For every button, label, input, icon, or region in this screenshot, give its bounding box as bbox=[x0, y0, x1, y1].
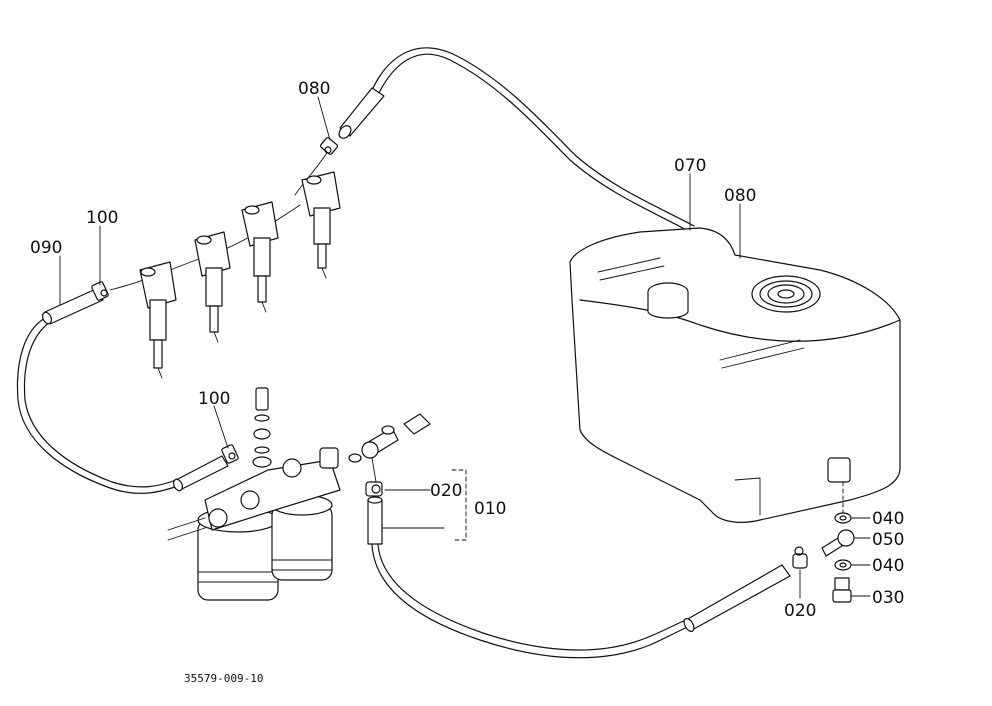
hose-clamp-020-mid bbox=[365, 481, 383, 497]
callout-040-top: 040 bbox=[872, 509, 904, 529]
injector-nozzle-3 bbox=[241, 201, 279, 313]
callout-010: 010 bbox=[474, 499, 506, 519]
hose-clamp-100-mid bbox=[221, 444, 239, 464]
hose-sleeve-top bbox=[338, 87, 385, 139]
drain-hardware-stack bbox=[821, 512, 855, 603]
callout-080-right: 080 bbox=[724, 186, 756, 206]
hose-sleeve-bottom bbox=[683, 564, 791, 632]
hose-clamp-020-bottom bbox=[792, 546, 808, 569]
callout-070: 070 bbox=[674, 156, 706, 176]
callout-030: 030 bbox=[872, 588, 904, 608]
callout-020-bottom: 020 bbox=[784, 601, 816, 621]
hose-sleeve-left-filter bbox=[172, 455, 229, 492]
drawing-number: 35579-009-10 bbox=[184, 672, 263, 685]
injector-nozzle-4 bbox=[301, 171, 341, 279]
callout-050: 050 bbox=[872, 530, 904, 550]
fuel-hose-lines bbox=[16, 47, 695, 659]
callout-100-left: 100 bbox=[86, 208, 118, 228]
leader-lines bbox=[59, 96, 871, 599]
hose-sleeve-vertical bbox=[367, 496, 383, 545]
callout-080-top: 080 bbox=[298, 79, 330, 99]
callout-040-bottom: 040 bbox=[872, 556, 904, 576]
hose-clamp-100-left bbox=[91, 281, 109, 301]
hose-sleeve-090 bbox=[41, 287, 104, 325]
injector-nozzle-2 bbox=[194, 231, 231, 343]
injector-nozzle-1 bbox=[139, 261, 177, 379]
callout-100-mid: 100 bbox=[198, 389, 230, 409]
fuel-filter-assembly bbox=[167, 387, 431, 601]
hose-clamp-080-top bbox=[319, 137, 339, 155]
callout-020-mid: 020 bbox=[430, 481, 462, 501]
callout-090: 090 bbox=[30, 238, 62, 258]
fuel-tank bbox=[569, 227, 901, 523]
callout-labels: 080 100 090 100 070 080 020 010 040 050 … bbox=[30, 79, 904, 621]
